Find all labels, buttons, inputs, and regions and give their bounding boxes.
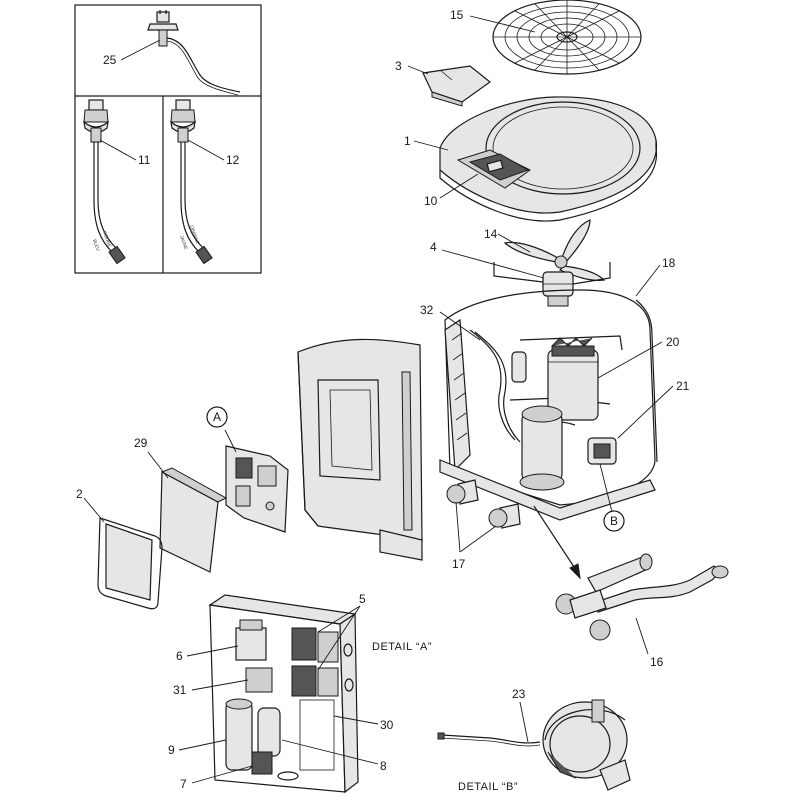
part-20-heat-exchanger [547, 337, 599, 421]
callout-25: 25 [103, 53, 117, 67]
part-25-thermistor-clip [147, 10, 241, 96]
front-panel [297, 338, 423, 561]
compressor [519, 405, 565, 491]
callout-labels: 15 3 1 10 14 4 18 32 20 21 25 11 12 29 2… [76, 8, 690, 791]
detail-b-title: DETAIL “B” [458, 781, 518, 793]
part-10-display-board [468, 153, 530, 181]
callout-18: 18 [662, 256, 676, 270]
callout-20: 20 [666, 335, 680, 349]
callout-7: 7 [180, 777, 187, 791]
part-17-unions [446, 479, 521, 529]
callout-17: 17 [452, 557, 466, 571]
part-16-manifold [555, 553, 729, 641]
callout-14: 14 [484, 227, 498, 241]
base-pan [439, 459, 656, 521]
part-23-sensor-wire [437, 732, 541, 747]
wire-label-bleu: BLEU [92, 239, 101, 252]
callout-23: 23 [512, 687, 526, 701]
part-3-cover [422, 65, 491, 107]
callout-3: 3 [395, 59, 402, 73]
callout-21: 21 [676, 379, 690, 393]
callout-1: 1 [404, 134, 411, 148]
svg-text:A: A [213, 410, 221, 424]
wire-label-orange: ORANGE [189, 225, 200, 245]
callout-6: 6 [176, 649, 183, 663]
detail-b-water-valve [542, 699, 631, 791]
callout-12: 12 [226, 153, 240, 167]
wire-label-jaune: JAUNE [179, 235, 189, 251]
callout-32: 32 [420, 303, 434, 317]
callout-30: 30 [380, 718, 394, 732]
callout-31: 31 [173, 683, 187, 697]
svg-text:B: B [610, 514, 618, 528]
callout-5: 5 [359, 592, 366, 606]
wire-label-rouge: ROUGE [102, 231, 112, 248]
part-29-panel-cover [159, 467, 228, 573]
sensor-inset-box [74, 4, 262, 274]
marker-b: B [603, 510, 625, 532]
callout-8: 8 [380, 759, 387, 773]
part-14-fan-blade [503, 219, 606, 281]
detail-b-arrow [533, 505, 581, 580]
marker-a: A [206, 406, 228, 428]
part-11-pressure-switch: ROUGE BLEU [83, 99, 126, 265]
callout-10: 10 [424, 194, 438, 208]
detail-a-control-box [208, 594, 359, 794]
callout-29: 29 [134, 436, 148, 450]
callout-15: 15 [450, 8, 464, 22]
detail-a-title: DETAIL “A” [372, 641, 432, 653]
part-2-access-door [97, 517, 163, 610]
callout-11: 11 [138, 153, 151, 167]
control-box-a [225, 445, 289, 533]
callout-2: 2 [76, 487, 83, 501]
leader-lines [83, 15, 674, 784]
callout-9: 9 [168, 743, 175, 757]
evaporator-coil [444, 318, 471, 472]
callout-4: 4 [430, 240, 437, 254]
part-21-water-valve [587, 437, 617, 465]
part-1-top-panel [439, 96, 658, 222]
part-32-wiring-harness [469, 329, 527, 443]
part-12-pressure-switch: ORANGE JAUNE [170, 99, 213, 265]
part-15-fan-guard [492, 0, 642, 75]
callout-16: 16 [650, 655, 664, 669]
